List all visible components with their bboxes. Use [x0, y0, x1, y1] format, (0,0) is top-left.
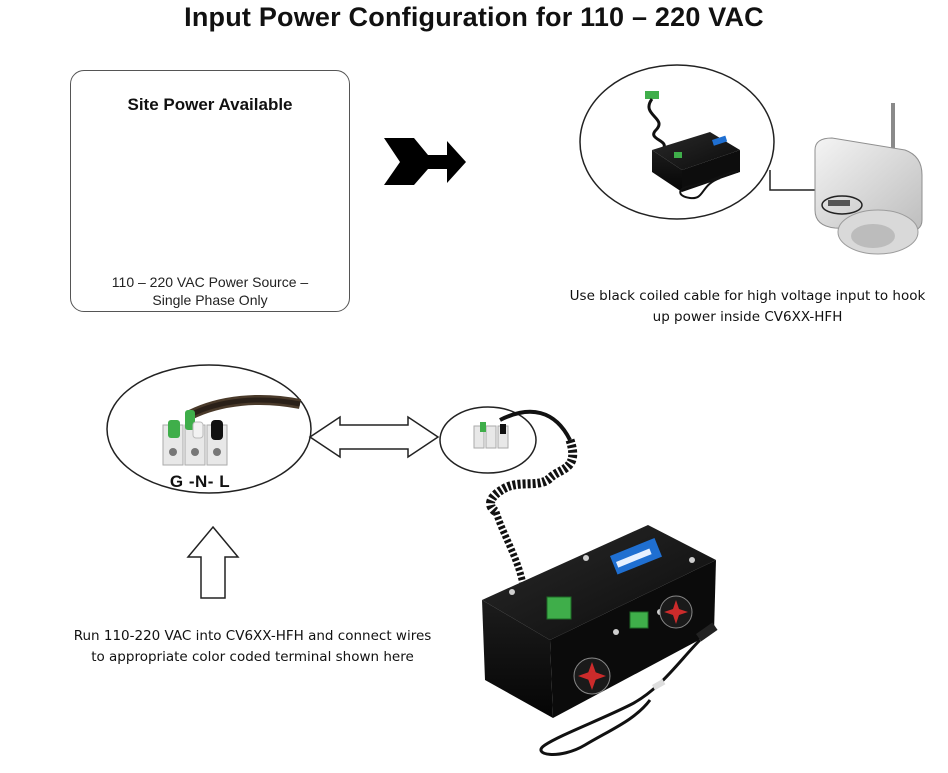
camera-caption: Use black coiled cable for high voltage … — [555, 286, 940, 328]
site-power-panel: Site Power Available 110 – 220 VAC Power… — [70, 70, 350, 312]
fan-icon — [573, 657, 611, 695]
camera-caption-line2: up power inside CV6XX-HFH — [652, 309, 843, 325]
arrow-up-icon — [186, 525, 240, 599]
wiring-caption-line1: Run 110-220 VAC into CV6XX-HFH and conne… — [73, 628, 432, 644]
site-power-caption-line2: Single Phase Only — [152, 292, 268, 308]
wiring-caption-line2: to appropriate color coded terminal show… — [91, 649, 414, 665]
wiring-caption: Run 110-220 VAC into CV6XX-HFH and conne… — [40, 626, 465, 668]
site-power-heading: Site Power Available — [127, 95, 293, 114]
coiled-cable-enclosure-image — [579, 64, 823, 220]
power-enclosure-image — [482, 525, 718, 756]
fan-icon — [659, 595, 693, 629]
page-title: Input Power Configuration for 110 – 220 … — [184, 2, 764, 32]
arrow-right-icon — [384, 138, 466, 185]
camera-housing-image — [814, 103, 923, 255]
site-power-caption: 110 – 220 VAC Power Source – Single Phas… — [71, 273, 349, 309]
terminal-block-closeup-image — [106, 364, 312, 494]
coiled-cable-image — [486, 409, 578, 596]
terminal-small-image — [439, 406, 537, 474]
camera-caption-line1: Use black coiled cable for high voltage … — [569, 288, 926, 304]
brand-logo — [610, 538, 662, 575]
double-arrow-icon — [308, 415, 440, 459]
terminal-label: G -N- L — [169, 472, 231, 491]
site-power-caption-line1: 110 – 220 VAC Power Source – — [111, 274, 309, 290]
